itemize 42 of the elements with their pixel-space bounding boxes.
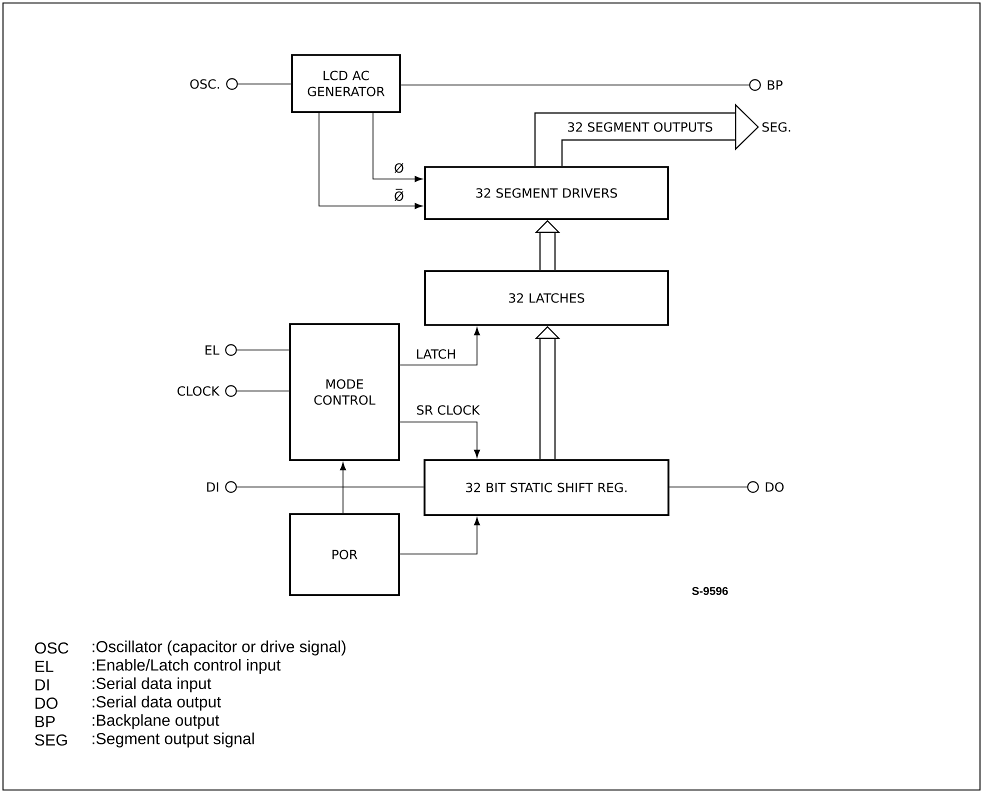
block-box: 32 BIT STATIC SHIFT REG.	[424, 459, 670, 516]
legend-key: DI	[36, 679, 49, 690]
drawing-number: S-9596	[692, 587, 728, 596]
legend-description: :Oscillator (capacitor or drive signal)	[92, 640, 346, 656]
signal-label: SEG.	[762, 122, 790, 132]
legend-key: DO	[36, 698, 58, 709]
legend-description: :Serial data output	[92, 696, 221, 711]
edge-label: LATCH	[414, 348, 458, 360]
signal-line	[668, 486, 748, 488]
block-box: LCD AC GENERATOR	[291, 54, 401, 113]
legend-description: :Serial data input	[92, 677, 212, 692]
arrow	[340, 462, 346, 514]
edge-label: Ø̅	[392, 188, 406, 202]
edge-label: SR CLOCK	[414, 404, 482, 416]
pin-label: EL	[206, 345, 220, 355]
legend-key: EL	[36, 660, 54, 672]
edge-label: Ø	[392, 162, 406, 174]
signal-line	[236, 486, 424, 488]
legend-description: :Backplane output	[92, 714, 220, 730]
block-box: MODE CONTROL	[289, 323, 400, 461]
pin-label: BP	[768, 80, 783, 90]
pin-label: DI	[207, 482, 218, 492]
signal-line	[400, 84, 750, 86]
signal-line	[236, 390, 290, 392]
legend-key: SEG	[35, 734, 67, 746]
pin-label: CLOCK	[178, 386, 220, 396]
pin-label: OSC.	[190, 79, 220, 89]
block-box: 32 LATCHES	[424, 270, 669, 326]
legend-key: BP	[36, 716, 55, 728]
arrow	[400, 517, 480, 554]
block-box: 32 SEGMENT DRIVERS	[424, 166, 669, 220]
arrow	[400, 327, 480, 366]
bus-arrow	[534, 104, 759, 167]
arrow	[400, 422, 480, 458]
block-box: POR	[289, 513, 400, 596]
legend-key: OSC	[35, 642, 68, 654]
legend-description: :Enable/Latch control input	[92, 658, 281, 674]
legend-description: :Segment output signal	[92, 732, 254, 748]
arrow	[318, 112, 423, 210]
pin-label: DO	[766, 482, 784, 492]
edge-label: 32 SEGMENT OUTPUTS	[566, 120, 714, 134]
arrow	[372, 112, 423, 182]
